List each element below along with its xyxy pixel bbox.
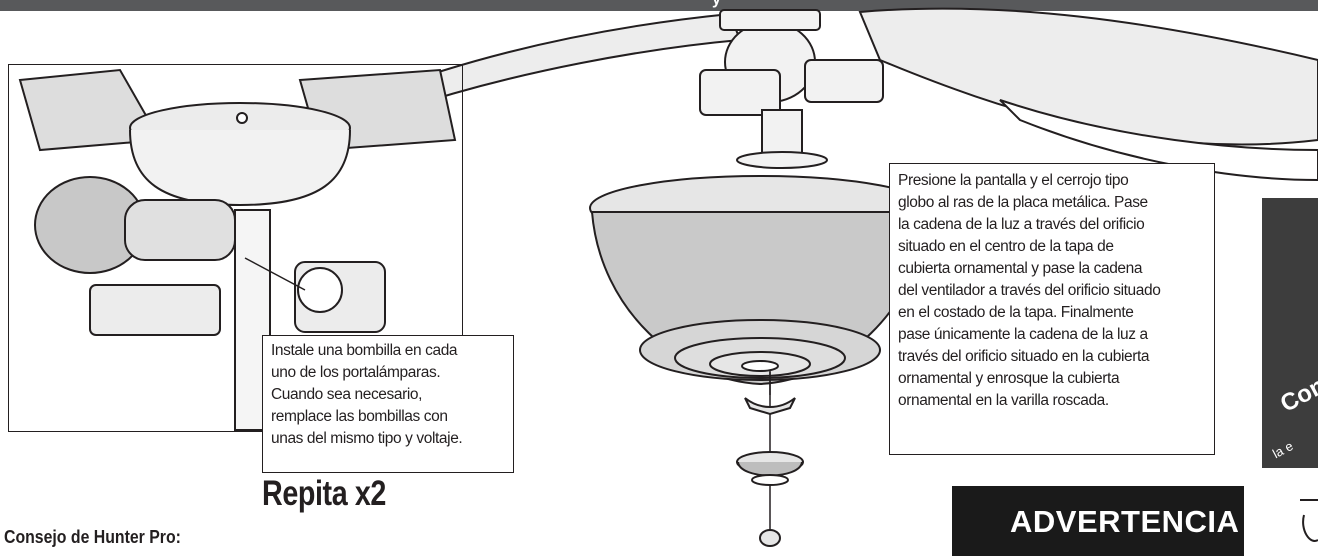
repeat-label: Repita x2	[262, 474, 386, 513]
right-edge-partial	[1300, 499, 1318, 542]
shade-install-callout: Presione la pantalla y el cerrojo tipo g…	[889, 163, 1215, 455]
callout-line: pase únicamente la cadena de la luz a	[898, 326, 1148, 343]
callout-line: la cadena de la luz a través del orifici…	[898, 216, 1145, 233]
callout-line: cubierta ornamental y pase la cadena	[898, 260, 1143, 277]
callout-line: Instale una bombilla en cada	[271, 342, 458, 359]
callout-line: remplace las bombillas con	[271, 408, 448, 425]
banner-title-fragment: y	[712, 0, 721, 9]
light-kit	[699, 9, 884, 169]
tip-heading: Consejo de Hunter Pro:	[4, 527, 181, 547]
warning-banner: ADVERTENCIA	[952, 486, 1244, 556]
callout-line: del ventilador a través del orificio sit…	[898, 282, 1161, 299]
side-panel-word: Con	[1276, 372, 1318, 418]
top-banner: y	[0, 0, 1318, 11]
side-panel: Con la e	[1262, 198, 1318, 468]
callout-line: ornamental y enrosque la cubierta	[898, 370, 1120, 387]
callout-line: en el costado de la tapa. Finalmente	[898, 304, 1134, 321]
finial-parts	[736, 370, 804, 547]
warning-label: ADVERTENCIA	[1010, 504, 1240, 539]
callout-line: globo al ras de la placa metálica. Pase	[898, 194, 1148, 211]
pointer-lines	[244, 257, 771, 395]
callout-line: través del orificio situado en la cubier…	[898, 348, 1150, 365]
callout-line: Presione la pantalla y el cerrojo tipo	[898, 172, 1129, 189]
callout-line: uno de los portalámparas.	[271, 364, 441, 381]
callout-line: Cuando sea necesario,	[271, 386, 423, 403]
inset-detail	[18, 68, 457, 431]
callout-line: situado en el centro de la tapa de	[898, 238, 1114, 255]
fan-blades	[378, 7, 1318, 182]
side-panel-sub: la e	[1270, 438, 1296, 462]
callout-line: unas del mismo tipo y voltaje.	[271, 430, 463, 447]
inset-frame	[8, 64, 463, 432]
bulb-install-callout: Instale una bombilla en cada uno de los …	[262, 335, 514, 473]
glass-bowl	[589, 175, 931, 386]
callout-line: ornamental en la varilla roscada.	[898, 392, 1109, 409]
